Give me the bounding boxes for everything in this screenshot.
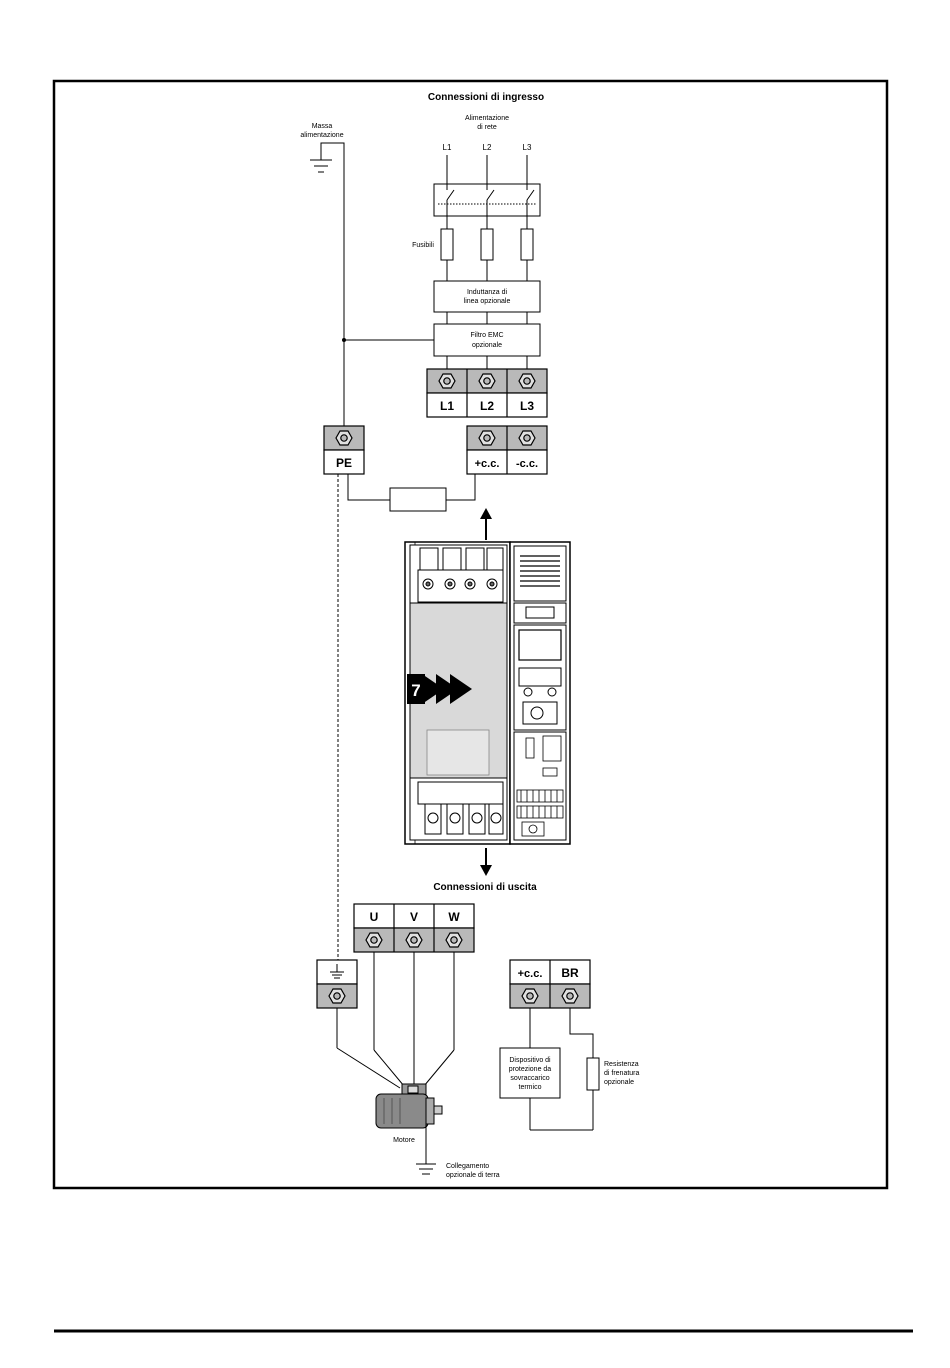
protection-label-3: sovraccarico <box>510 1075 549 1082</box>
dc-plus-label: +c.c. <box>475 458 500 470</box>
supply-label-2: di rete <box>477 124 497 131</box>
emc-label-1: Filtro EMC <box>470 332 503 339</box>
earth-label-2: opzionale di terra <box>446 1172 500 1179</box>
terminal-label-v: V <box>410 910 418 924</box>
resistor-label-2: di frenatura <box>604 1070 640 1077</box>
emc-filter-box <box>433 323 541 357</box>
brake-dc-label: +c.c. <box>518 968 543 980</box>
fuses-label: Fusibili <box>412 242 434 249</box>
motor-icon <box>375 1083 443 1129</box>
junction-dot <box>342 338 346 342</box>
protection-label-4: termico <box>519 1084 542 1091</box>
phase-label-l1: L1 <box>443 143 452 152</box>
terminal-label-l1: L1 <box>440 399 454 413</box>
protection-label-1: Dispositivo di <box>509 1057 551 1064</box>
mass-label-1: Massa <box>312 123 333 130</box>
arrow-up-icon <box>480 508 492 540</box>
emc-terminal-wires <box>446 356 528 369</box>
mass-label-2: alimentazione <box>300 132 343 139</box>
resistor-label-1: Resistenza <box>604 1061 639 1068</box>
drive-unit: 7 <box>404 541 571 845</box>
inductor-label-2: linea opzionale <box>464 298 511 305</box>
inductor-emc-wires <box>446 312 528 324</box>
line-inductor-box <box>433 280 541 313</box>
diagram-frame <box>52 79 889 1190</box>
pe-dc-link <box>347 474 476 512</box>
resistor-label-3: opzionale <box>604 1079 634 1086</box>
input-title: Connessioni di ingresso <box>428 92 544 103</box>
brake-circuit <box>499 1008 600 1131</box>
motor-earth-icon <box>416 1118 436 1175</box>
isolator-switch <box>433 155 541 229</box>
brake-br-label: BR <box>561 966 579 980</box>
protection-label-2: protezione da <box>509 1066 552 1073</box>
terminal-label-l2: L2 <box>480 399 494 413</box>
terminal-label-w: W <box>448 910 460 924</box>
phase-label-l3: L3 <box>523 143 532 152</box>
dc-minus-label: -c.c. <box>516 458 538 470</box>
brake-terminal-block <box>509 959 591 1009</box>
drive-logo-number: 7 <box>411 681 420 700</box>
terminal-screw-icon <box>438 373 536 389</box>
terminal-label-u: U <box>370 910 379 924</box>
arrow-down-icon <box>480 848 492 876</box>
pe-label: PE <box>336 456 352 470</box>
phase-label-l2: L2 <box>483 143 492 152</box>
fuses <box>440 228 534 281</box>
motor-label: Motore <box>393 1137 415 1144</box>
mass-ground-icon <box>310 142 345 429</box>
terminal-label-l3: L3 <box>520 399 534 413</box>
earth-icon <box>330 964 344 979</box>
output-terminal-block <box>353 903 475 953</box>
earth-label-1: Collegamento <box>446 1163 489 1170</box>
motor-wires <box>336 952 455 1089</box>
supply-label-1: Alimentazione <box>465 115 509 122</box>
emc-label-2: opzionale <box>472 342 502 349</box>
output-title: Connessioni di uscita <box>433 882 537 893</box>
inductor-label-1: Induttanza di <box>467 289 508 296</box>
dc-terminal-block <box>466 425 548 475</box>
pe-terminal <box>323 425 365 475</box>
